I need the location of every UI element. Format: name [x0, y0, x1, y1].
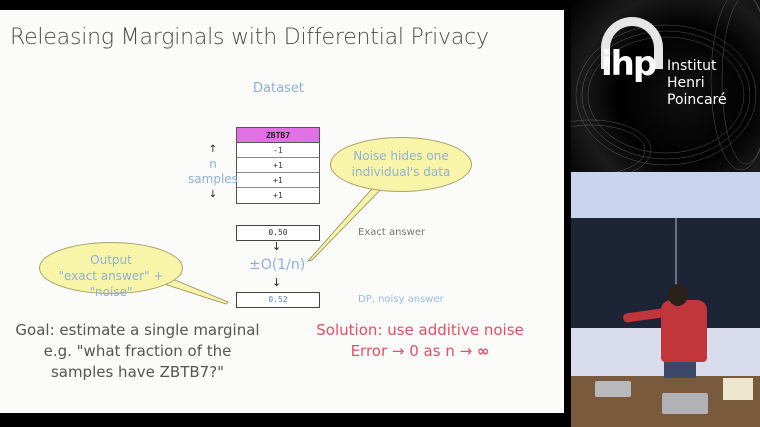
up-arrow-icon: ↑	[208, 144, 218, 155]
down-arrow-icon: ↓	[272, 240, 282, 253]
output-callout-bubble: Output "exact answer" + "noise"	[39, 242, 183, 299]
table-row: +1	[237, 158, 319, 173]
table-row: -1	[237, 143, 319, 158]
table-row: +1	[237, 188, 319, 203]
speaker-body	[661, 300, 707, 362]
noise-callout-bubble: Noise hides one individual's data	[330, 137, 472, 192]
camera-ceiling	[571, 172, 760, 218]
samples-label: samples	[188, 172, 238, 186]
noisy-answer-label: DP, noisy answer	[358, 294, 444, 305]
solution-line: Error → 0 as n → ∞	[300, 341, 540, 362]
noisy-answer-box: 0.52	[236, 292, 320, 308]
laptop-icon	[595, 381, 631, 397]
laptop-icon	[662, 393, 708, 414]
logo-line: Institut	[667, 58, 717, 74]
n-samples-label: ↑ n samples ↓	[188, 142, 238, 202]
error-limit-text: Error → 0 as n →	[350, 342, 477, 360]
noise-term: ±O(1/n)	[249, 257, 306, 273]
camera-board-divider	[675, 218, 677, 328]
goal-line: Goal: estimate a single marginal	[15, 321, 260, 339]
logo-line: Henri	[667, 75, 705, 91]
speaker-camera-feed	[571, 172, 760, 427]
infinity-icon: ∞	[476, 342, 490, 360]
paper-sheet	[723, 378, 753, 400]
table-header: ZBTB7	[237, 128, 319, 143]
goal-line: samples have ZBTB7?"	[50, 363, 225, 381]
exact-answer-label: Exact answer	[358, 227, 426, 238]
spiral-decoration-icon	[571, 0, 760, 172]
callout-text: Output	[90, 253, 132, 267]
ihp-logo-panel: ihp Institut Henri Poincaré	[571, 0, 760, 172]
speaker-head	[668, 284, 688, 306]
dataset-label: Dataset	[253, 81, 304, 96]
ihp-logo-text: Institut Henri Poincaré	[667, 58, 727, 109]
dataset-table: ZBTB7 -1 +1 +1 +1	[236, 127, 320, 204]
logo-line: Poincaré	[667, 92, 727, 108]
down-arrow-icon: ↓	[272, 276, 282, 289]
slide-title: Releasing Marginals with Differential Pr…	[10, 25, 489, 50]
goal-line: e.g. "what fraction of the	[43, 342, 232, 360]
speaker-legs	[664, 360, 696, 378]
goal-text: Goal: estimate a single marginal e.g. "w…	[10, 320, 265, 383]
ihp-logo-mark: ihp	[601, 44, 657, 84]
callout-text: Noise hides one	[353, 149, 449, 163]
solution-line: Solution: use additive noise	[316, 321, 524, 339]
callout-text: individual's data	[351, 165, 451, 179]
exact-answer-box: 0.50	[236, 225, 320, 241]
ihp-arch-icon	[601, 17, 663, 69]
table-row: +1	[237, 173, 319, 188]
callout-text: "exact answer" + "noise"	[58, 269, 164, 299]
solution-text: Solution: use additive noise Error → 0 a…	[300, 320, 540, 362]
n-label: n	[209, 157, 217, 171]
down-arrow-icon: ↓	[208, 189, 218, 200]
slide: Releasing Marginals with Differential Pr…	[0, 10, 564, 413]
